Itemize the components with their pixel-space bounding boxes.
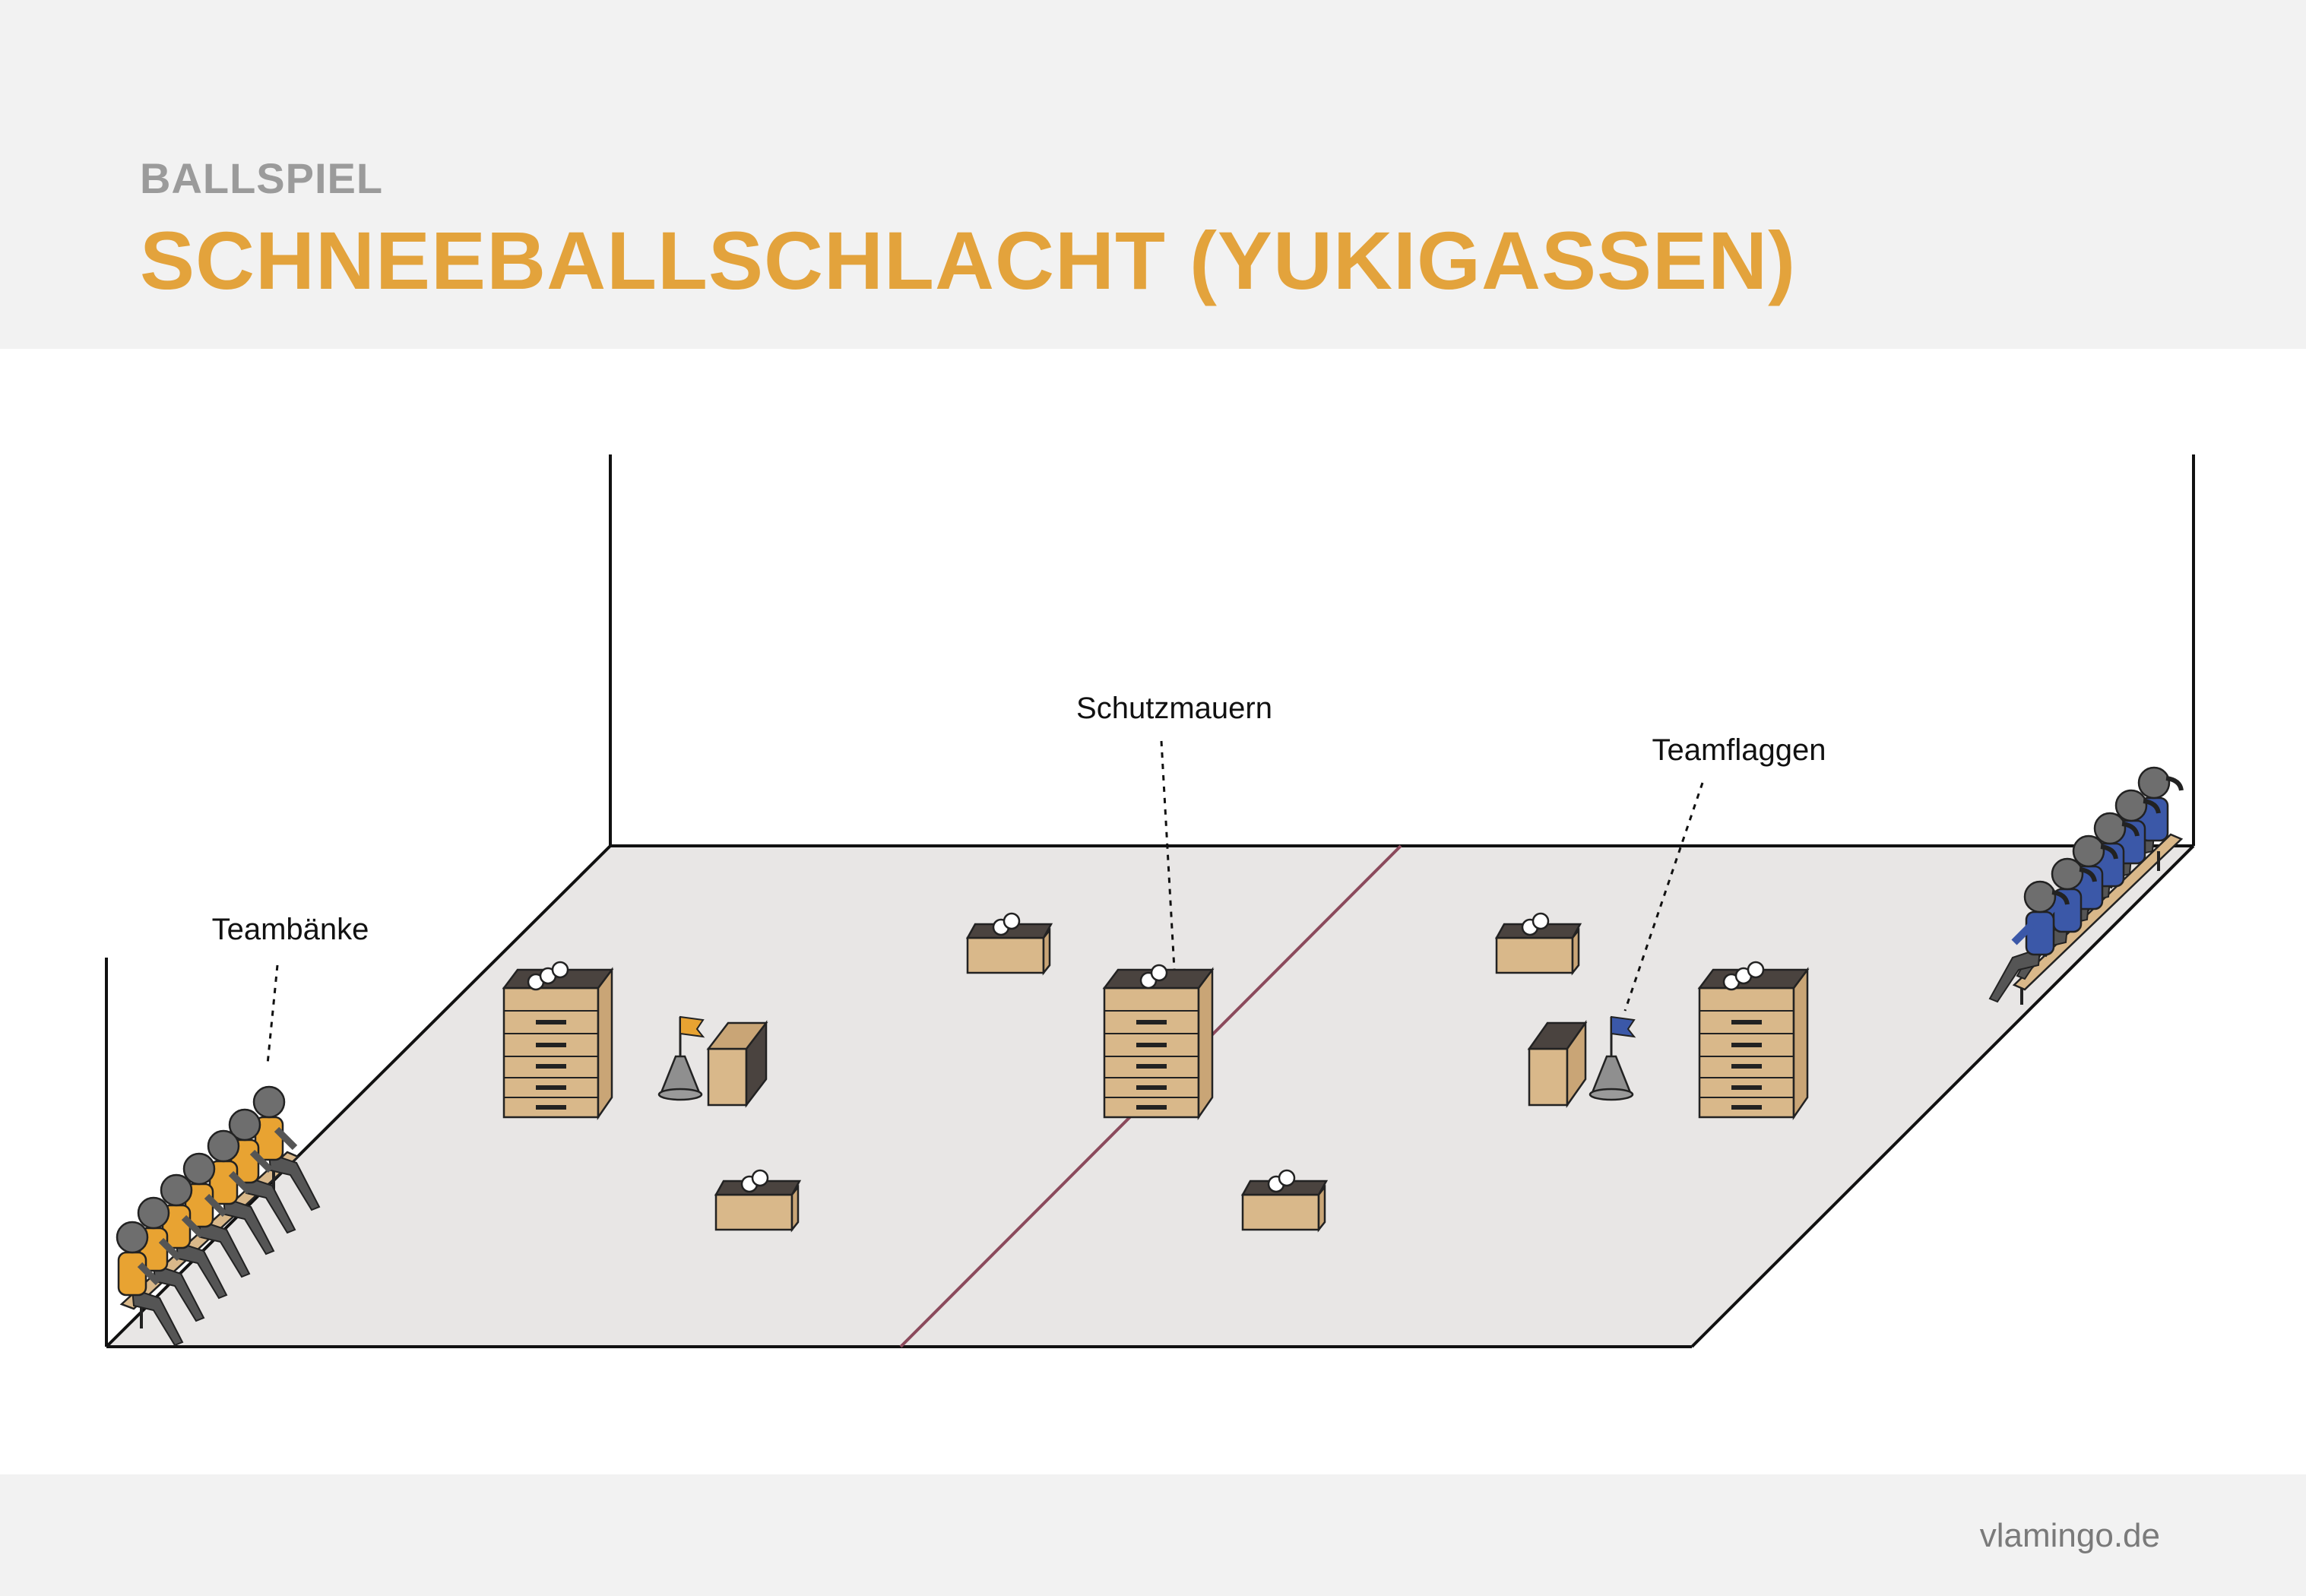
court-outline: [105, 454, 2195, 1348]
protective-wall: [1527, 1020, 1588, 1108]
team-flag-orange: [657, 1015, 705, 1101]
label-flags: Teamflaggen: [1652, 733, 1826, 767]
label-walls: Schutzmauern: [1076, 692, 1272, 725]
category-label: BALLSPIEL: [140, 154, 384, 202]
team-flag-blue: [1589, 1015, 1636, 1101]
page-title: SCHNEEBALLSCHLACHT (YUKIGASSEN): [140, 214, 1797, 306]
label-benches: Teambänke: [212, 913, 369, 946]
vaulting-box: [502, 961, 613, 1119]
protective-wall: [706, 1020, 768, 1108]
vaulting-box: [1103, 964, 1214, 1119]
leader-benches: [266, 964, 279, 1065]
leader-walls: [1160, 740, 1176, 970]
vaulting-box: [1698, 961, 1809, 1119]
site-credit[interactable]: vlamingo.de: [1979, 1517, 2160, 1554]
footer: vlamingo.de: [0, 1474, 2306, 1596]
header: BALLSPIEL SCHNEEBALLSCHLACHT (YUKIGASSEN…: [0, 0, 2306, 349]
